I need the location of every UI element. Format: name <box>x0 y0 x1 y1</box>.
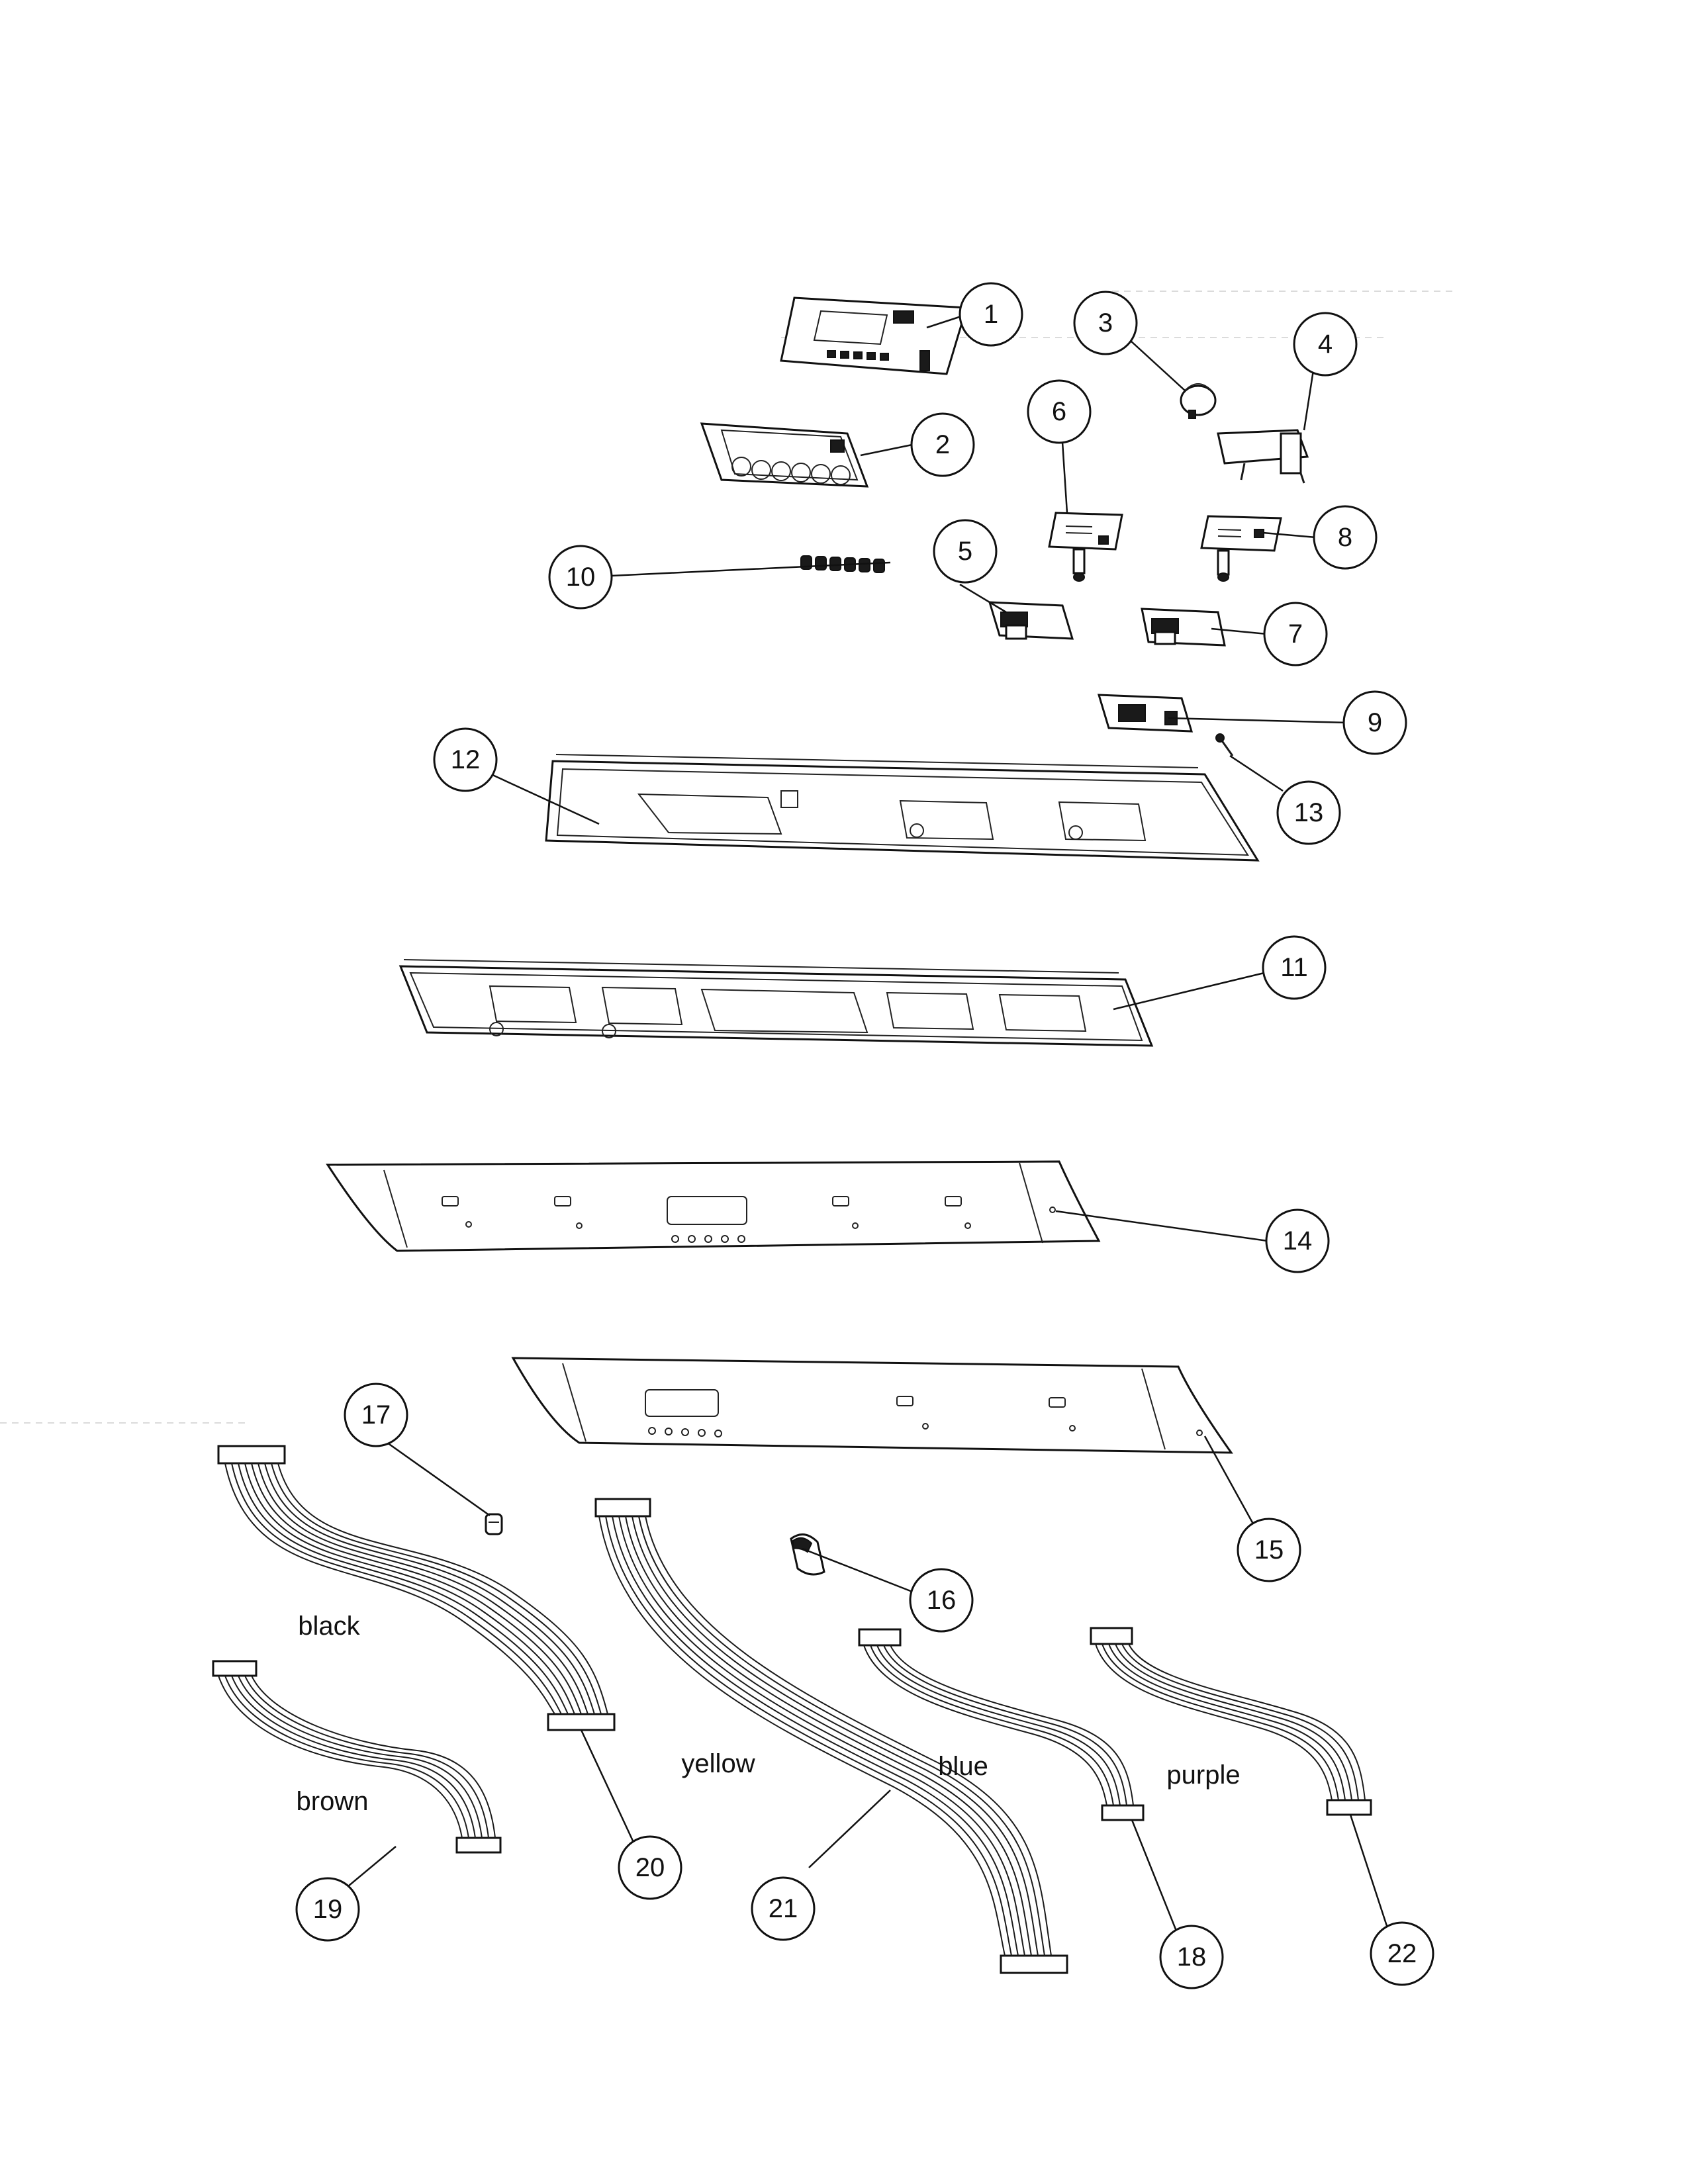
wire-label-purple: purple <box>1166 1760 1240 1790</box>
callout-label: 9 <box>1368 708 1382 737</box>
part-1-control-board <box>780 296 968 375</box>
callout-label: 4 <box>1318 330 1333 359</box>
callout-20: 20 <box>618 1835 682 1900</box>
callout-8: 8 <box>1313 505 1378 570</box>
callout-label: 13 <box>1294 798 1324 827</box>
callout-14: 14 <box>1265 1208 1330 1273</box>
callout-3: 3 <box>1073 291 1138 355</box>
part-17-plug <box>485 1513 503 1535</box>
callout-label: 1 <box>984 300 998 329</box>
callout-1: 1 <box>959 282 1023 347</box>
callout-17: 17 <box>344 1383 408 1447</box>
leader-lines <box>332 315 1388 1933</box>
wire-label-black: black <box>298 1612 360 1641</box>
callout-label: 11 <box>1280 953 1308 982</box>
callout-10: 10 <box>548 545 613 610</box>
callout-22: 22 <box>1370 1921 1434 1986</box>
callout-9: 9 <box>1342 690 1407 755</box>
callout-label: 15 <box>1254 1535 1284 1565</box>
part-11-panel-frame <box>399 959 1154 1047</box>
callout-label: 19 <box>313 1895 343 1924</box>
part-12-rear-panel <box>545 754 1260 862</box>
part-3-clip <box>1180 383 1217 419</box>
part-20-black-harness <box>217 1445 616 1731</box>
wire-label-brown: brown <box>297 1787 369 1816</box>
part-18-blue-harness <box>858 1628 1145 1821</box>
callout-12: 12 <box>433 727 498 792</box>
part-14-control-fascia <box>326 1160 1101 1252</box>
callout-label: 12 <box>451 745 481 774</box>
part-8-switch-plate <box>1200 515 1282 582</box>
callout-label: 20 <box>635 1853 665 1882</box>
callout-label: 14 <box>1283 1226 1313 1255</box>
callout-label: 5 <box>958 537 972 566</box>
part-22-purple-harness <box>1090 1627 1372 1816</box>
callout-19: 19 <box>295 1877 360 1942</box>
part-16-knob-cap <box>790 1533 825 1576</box>
callout-label: 2 <box>935 430 950 459</box>
callout-15: 15 <box>1237 1518 1301 1582</box>
callout-label: 17 <box>361 1400 391 1430</box>
callout-4: 4 <box>1293 312 1358 377</box>
part-6-switch-plate <box>1048 512 1123 582</box>
callout-5: 5 <box>933 519 998 584</box>
callout-label: 18 <box>1177 1942 1207 1972</box>
callout-2: 2 <box>910 412 975 477</box>
callout-18: 18 <box>1159 1925 1224 1989</box>
part-13-screw <box>1215 733 1234 756</box>
callout-label: 16 <box>927 1586 957 1615</box>
part-9-bracket <box>1097 694 1194 733</box>
callout-7: 7 <box>1263 602 1328 666</box>
part-21-yellow-harness <box>594 1498 1068 1974</box>
part-5-display-board <box>988 601 1074 640</box>
wire-label-yellow: yellow <box>681 1749 755 1778</box>
callout-label: 10 <box>566 563 596 592</box>
callout-label: 6 <box>1052 397 1066 426</box>
part-7-display-board <box>1141 608 1226 647</box>
callout-label: 8 <box>1338 523 1352 552</box>
callout-label: 7 <box>1288 619 1303 649</box>
callout-13: 13 <box>1276 780 1341 845</box>
part-4-bracket <box>1217 429 1309 484</box>
callout-label: 3 <box>1098 308 1113 338</box>
callout-16: 16 <box>909 1568 974 1633</box>
callout-11: 11 <box>1262 935 1327 1000</box>
wire-label-blue: blue <box>938 1752 988 1781</box>
part-2-switch-housing <box>700 422 869 488</box>
part-15-control-fascia <box>511 1357 1233 1454</box>
part-19-brown-harness <box>212 1660 502 1854</box>
callout-6: 6 <box>1027 379 1092 444</box>
callout-21: 21 <box>751 1876 816 1941</box>
callout-label: 22 <box>1387 1939 1417 1968</box>
callout-label: 21 <box>769 1894 798 1923</box>
